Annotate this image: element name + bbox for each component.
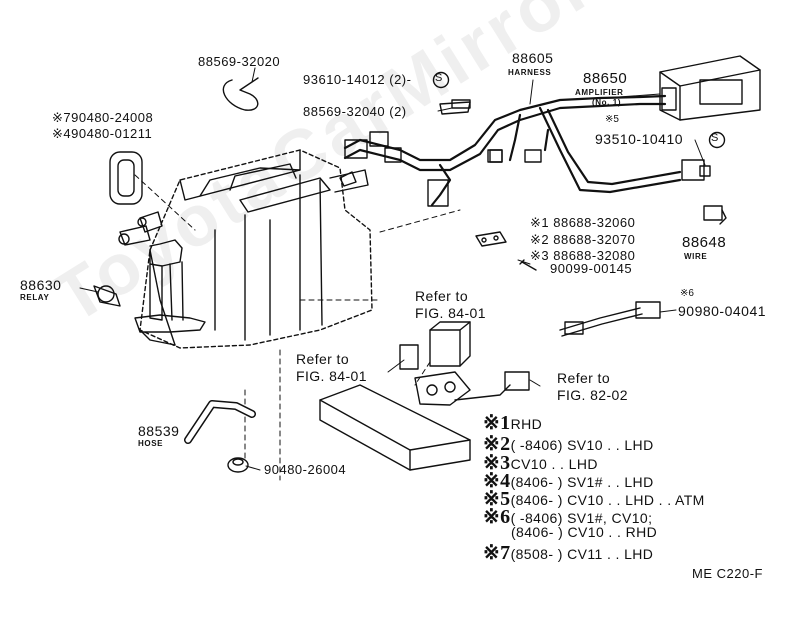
part-88688-32070: ※2 88688-32070 <box>530 232 636 247</box>
note-4: ※4(8406- ) SV1# . . LHD <box>483 468 654 493</box>
connector-88688 <box>475 231 507 247</box>
part-790480-24008: ※790480-24008 <box>52 110 154 125</box>
hose-label: HOSE <box>138 439 164 448</box>
part-88569-32020: 88569-32020 <box>198 54 281 69</box>
part-88688-32080: ※3 88688-32080 <box>530 248 636 263</box>
s-symbol-1: S <box>435 72 443 84</box>
part-88650: 88650 <box>583 70 628 87</box>
note-3: ※3CV10 . . LHD <box>483 450 598 475</box>
part-88605: 88605 <box>512 50 554 66</box>
harness-label: HARNESS <box>508 68 552 77</box>
part-93510-10410: 93510-10410 <box>595 131 684 147</box>
part-90480-26004: 90480-26004 <box>264 462 347 477</box>
clip <box>222 77 259 111</box>
note-6: ※6( -8406) SV1#, CV10; <box>483 504 652 529</box>
refer-to-2: Refer to FIG. 84-01 <box>296 351 367 385</box>
part-88630: 88630 <box>20 277 62 293</box>
part-90099-00145: 90099-00145 <box>550 261 633 276</box>
s-circle-2 <box>708 131 726 149</box>
note-2: ※2( -8406) SV10 . . LHD <box>483 431 654 456</box>
note-6-mark: ※6 <box>483 506 511 528</box>
relay <box>93 285 121 307</box>
wire-label: WIRE <box>684 252 708 261</box>
part-490480-01211: ※490480-01211 <box>52 126 153 141</box>
note-6b: (8406- ) CV10 . . RHD <box>511 524 657 540</box>
part-88688-32060: ※1 88688-32060 <box>530 215 636 230</box>
note-7: ※7(8508- ) CV11 . . LHD <box>483 540 653 565</box>
cooling-unit <box>118 149 373 349</box>
part-93610-14012: 93610-14012 (2)- <box>303 72 412 87</box>
refer-to-2-line2: FIG. 84-01 <box>296 368 367 384</box>
part-88569-32040: 88569-32040 (2) <box>303 104 407 119</box>
note-4-text: (8406- ) SV1# . . LHD <box>510 474 654 490</box>
note-1-text: RHD <box>510 416 543 432</box>
relay-label: RELAY <box>20 293 50 302</box>
refer-to-1-line2: FIG. 84-01 <box>415 305 486 321</box>
note-2-text: ( -8406) SV10 . . LHD <box>510 437 654 453</box>
note-1-mark: ※1 <box>483 412 511 434</box>
leader-lines <box>134 174 461 481</box>
part-88648: 88648 <box>682 234 727 251</box>
amplifier-no1: (No. 1) <box>592 98 622 107</box>
refer-to-1-line1: Refer to <box>415 288 468 304</box>
connector-small <box>489 149 503 163</box>
refer-to-2-line1: Refer to <box>296 351 349 367</box>
part-88539: 88539 <box>138 423 180 439</box>
wire-assy-90980 <box>559 301 661 337</box>
hose <box>184 400 256 444</box>
amplifier-label: AMPLIFIER <box>575 88 624 97</box>
note-1: ※1RHD <box>483 410 542 435</box>
refer-to-3-line1: Refer to <box>557 370 610 386</box>
note-5-text: (8406- ) CV10 . . LHD . . ATM <box>510 492 705 508</box>
wire-part <box>703 205 727 225</box>
note-2-mark: ※2 <box>483 433 511 455</box>
note-4-mark: ※4 <box>483 470 511 492</box>
note-3-text: CV10 . . LHD <box>510 456 598 472</box>
diagram-code: ME C220-F <box>692 566 763 581</box>
part-90980-04041: 90980-04041 <box>678 303 767 319</box>
note-7-text: (8508- ) CV11 . . LHD <box>510 546 654 562</box>
pointer-lines <box>79 67 706 471</box>
refer-to-3-line2: FIG. 82-02 <box>557 387 628 403</box>
mark-5: ※5 <box>605 114 619 125</box>
s-circle-1 <box>432 71 450 89</box>
screw <box>519 259 537 271</box>
grommet <box>109 151 143 205</box>
amplifier <box>659 55 761 121</box>
s-symbol-2: S <box>711 132 719 144</box>
note-3-mark: ※3 <box>483 452 511 474</box>
note-6b-text: (8406- ) CV10 . . RHD <box>511 524 658 540</box>
bracket-block <box>319 371 530 471</box>
grommet-90480 <box>227 457 249 473</box>
note-5: ※5(8406- ) CV10 . . LHD . . ATM <box>483 486 705 511</box>
note-5-mark: ※5 <box>483 488 511 510</box>
relay-block <box>399 321 471 370</box>
note-7-mark: ※7 <box>483 542 511 564</box>
refer-to-1: Refer to FIG. 84-01 <box>415 288 486 322</box>
refer-to-3: Refer to FIG. 82-02 <box>557 370 628 404</box>
mark-6: ※6 <box>680 288 694 299</box>
note-6-text: ( -8406) SV1#, CV10; <box>510 510 653 526</box>
